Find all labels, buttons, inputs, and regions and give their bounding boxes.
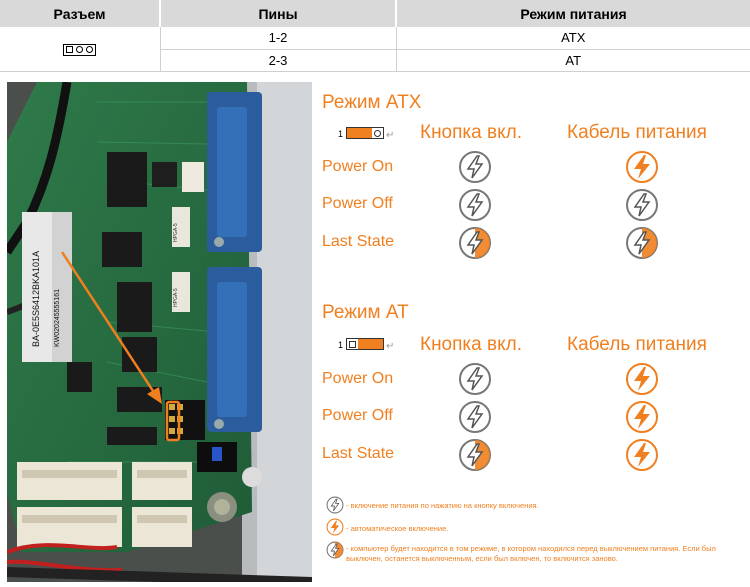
power-mode-panel: Режим ATX 1 ↵ Кнопка вкл. Кабель питания… bbox=[312, 82, 750, 587]
jumper-table: Разъем Пины Режим питания 1-2 ATX 2-3 AT bbox=[0, 0, 750, 72]
chip-label: HPGA-5 bbox=[173, 288, 179, 307]
mode-cell: ATX bbox=[396, 27, 750, 50]
atx-jumper-diagram bbox=[346, 127, 384, 139]
return-arrow-icon: ↵ bbox=[386, 341, 395, 352]
power-half-icon bbox=[459, 227, 491, 259]
at-row-last-state: Last State bbox=[322, 445, 395, 462]
at-mode-title: Режим AT bbox=[322, 302, 409, 323]
power-half-icon bbox=[459, 439, 491, 471]
power-filled-icon bbox=[626, 401, 658, 433]
pins-cell: 2-3 bbox=[160, 49, 397, 72]
board-label: BA-0E5S6412BKA101A bbox=[31, 251, 41, 347]
power-outline-icon bbox=[459, 189, 491, 221]
board-label: KW020245555161 bbox=[54, 289, 61, 347]
at-jumper-diagram bbox=[346, 338, 384, 350]
table-row: 2-3 AT bbox=[0, 49, 750, 72]
legend-last-state: - компьютер будет находится в том режиме… bbox=[346, 544, 716, 564]
header-power-mode: Режим питания bbox=[396, 0, 750, 27]
power-outline-icon bbox=[326, 496, 344, 514]
table-header-row: Разъем Пины Режим питания bbox=[0, 0, 750, 27]
power-filled-icon bbox=[626, 439, 658, 471]
power-filled-icon bbox=[326, 518, 344, 536]
atx-row-power-on: Power On bbox=[322, 158, 394, 175]
power-outline-icon bbox=[626, 189, 658, 221]
mode-cell: AT bbox=[396, 49, 750, 72]
power-outline-icon bbox=[459, 363, 491, 395]
motherboard-illustration: BA-0E5S6412BKA101A KW020245555161 HPGA-5… bbox=[7, 82, 312, 582]
power-filled-icon bbox=[626, 363, 658, 395]
header-pins: Пины bbox=[160, 0, 397, 27]
power-outline-icon bbox=[459, 151, 491, 183]
motherboard-photo: BA-0E5S6412BKA101A KW020245555161 HPGA-5… bbox=[7, 82, 312, 582]
legend-auto-power: - автоматическое включение. bbox=[346, 524, 449, 533]
legend-button-power: - включение питания по нажатию на кнопку… bbox=[346, 501, 539, 510]
atx-mode-title: Режим ATX bbox=[322, 92, 422, 113]
table-row: 1-2 ATX bbox=[0, 27, 750, 72]
chip-label: HPGA-5 bbox=[173, 223, 179, 242]
atx-row-power-off: Power Off bbox=[322, 195, 393, 212]
at-row-power-on: Power On bbox=[322, 370, 394, 387]
pin-number: 1 bbox=[338, 129, 344, 139]
power-half-icon bbox=[626, 227, 658, 259]
atx-row-last-state: Last State bbox=[322, 233, 395, 250]
power-outline-icon bbox=[459, 401, 491, 433]
at-row-power-off: Power Off bbox=[322, 407, 393, 424]
power-filled-icon bbox=[626, 151, 658, 183]
atx-col-cable: Кабель питания bbox=[567, 122, 707, 143]
pin-number: 1 bbox=[338, 340, 344, 350]
header-connector: Разъем bbox=[0, 0, 161, 27]
jumper-symbol bbox=[63, 43, 97, 56]
pins-cell: 1-2 bbox=[160, 27, 397, 50]
at-col-cable: Кабель питания bbox=[567, 334, 707, 355]
atx-col-button: Кнопка вкл. bbox=[420, 122, 522, 143]
at-col-button: Кнопка вкл. bbox=[420, 334, 522, 355]
power-half-icon bbox=[326, 541, 344, 559]
jumper-highlight bbox=[165, 400, 181, 442]
connector-cell bbox=[0, 27, 161, 72]
return-arrow-icon: ↵ bbox=[386, 130, 395, 141]
